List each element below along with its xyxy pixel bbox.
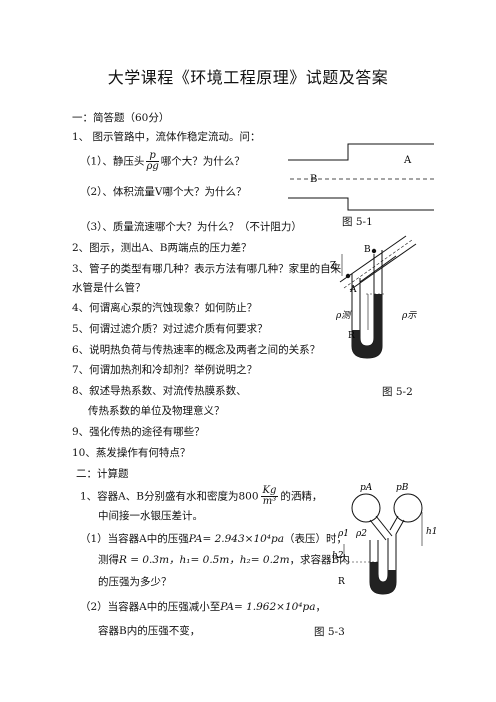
section-heading-short-answer: 一：简答题（60分） <box>72 112 170 124</box>
fraction-numerator: p <box>146 151 159 162</box>
pressure-value-1: PA= 2.943×10⁴pa <box>188 533 284 545</box>
calc-1-2-line1: （2）当容器A中的压强减小至PA= 1.962×10⁴pa， <box>80 600 326 614</box>
fraction-denominator: ρg <box>146 161 159 172</box>
question-3-line1: 3、管子的类型有哪几种？表示方法有哪几种？家里的自来 <box>72 263 342 275</box>
calc-1-suffix: 的洒精， <box>280 490 323 503</box>
fig3-label-r: R <box>338 577 345 587</box>
pressure-value-2: PA= 1.962×10⁴pa <box>220 601 316 613</box>
calc-1-prefix: 1、容器A、B分别盛有水和密度为800 <box>80 490 259 503</box>
fig2-label-r: R <box>348 331 355 341</box>
point-b-marker <box>371 248 377 254</box>
calc-1-1-line1: （1）当容器A中的压强PA= 2.943×10⁴pa（表压）时， <box>80 532 347 546</box>
fig2-label-rho-measured: ρ测 <box>335 310 352 321</box>
figure-5-2-caption: 图 5-2 <box>382 386 413 398</box>
calc-1-1-suffix: （表压）时， <box>284 533 347 545</box>
question-7: 7、何谓加热剂和冷却剂？举例说明之？ <box>72 364 258 376</box>
section-heading-calculation: 二：计算题 <box>76 468 129 480</box>
question-3-line2: 水管是什么管？ <box>72 282 146 294</box>
question-10: 10、蒸发操作有何特点？ <box>72 447 191 459</box>
point-a-marker <box>345 273 351 279</box>
calc-1-1-line3: 的压强为多少？ <box>98 576 172 588</box>
figure-5-1-caption: 图 5-1 <box>342 216 373 228</box>
figure-5-3-caption: 图 5-3 <box>314 626 345 638</box>
fig2-label-z: Z <box>330 261 336 271</box>
fig2-label-rho-indicator: ρ示 <box>401 311 417 321</box>
fig3-label-h1: h1 <box>426 527 438 537</box>
fig2-label-a: A <box>349 285 357 295</box>
unit-denominator: m³ <box>262 496 277 507</box>
calc-1-1-line2: 测得R = 0.3m，h₁= 0.5m，h₂= 0.2m，求容器B内 <box>98 553 350 567</box>
fig3-label-pa: pA <box>360 483 373 493</box>
inclined-pipe <box>339 235 417 291</box>
fig1-label-b: B <box>310 174 317 185</box>
question-1: 1、 图示管路中，流体作稳定流动。问： <box>72 131 261 143</box>
question-1-1-suffix: 哪个大？为什么？ <box>160 155 245 168</box>
fig3-label-pb: pB <box>396 483 409 493</box>
fig2-label-b: B <box>364 245 371 255</box>
question-1-3: （3）、质量流速哪个大？为什么？（不计阻力） <box>80 221 302 233</box>
question-4: 4、何谓离心泵的汽蚀现象？如何防止？ <box>72 302 258 314</box>
calc-1-2-suffix: ， <box>315 601 327 613</box>
figure-5-2: B Z A ρ测 ρ示 R <box>330 235 417 359</box>
fig3-label-h2: h2 <box>332 551 344 561</box>
mercury-column <box>352 294 382 358</box>
question-1-1-prefix: （1）、静压头 <box>80 155 145 168</box>
calc-1-1-prefix: （1）当容器A中的压强 <box>80 533 189 545</box>
figure-5-3: pA pB ρ1 ρ2 h1 h2 R <box>332 483 438 595</box>
question-2: 2、图示，测出A、B两端点的压力差？ <box>72 242 252 254</box>
container-b <box>393 493 423 523</box>
calc-1-1b-suffix: ，求容器B内 <box>289 554 350 566</box>
calc-1-line2: 中间接一水银压差计。 <box>98 510 203 522</box>
fig3-label-rho1: ρ1 <box>337 529 349 539</box>
inclined-pipe-axis <box>343 239 413 289</box>
calc-1-2-line2: 容器B内的压强不变， <box>98 625 201 637</box>
calc-1-2-prefix: （2）当容器A中的压强减小至 <box>80 601 221 613</box>
question-5: 5、何谓过滤介质？对过滤介质有何要求？ <box>72 323 268 335</box>
fig3-label-rho2: ρ2 <box>355 529 367 539</box>
question-8-line2: 传热系数的单位及物理意义？ <box>88 405 225 417</box>
calc-1-1b-prefix: 测得 <box>98 554 119 566</box>
question-1-2: （2）、体积流量V哪个大？为什么？ <box>80 186 247 198</box>
question-8-line1: 8、叙述导热系数、对流传热膜系数、 <box>72 385 247 397</box>
mercury-u-tube <box>370 562 396 594</box>
page-title: 大学课程《环境工程原理》试题及答案 <box>107 68 389 87</box>
pipe-walls <box>288 143 434 211</box>
figure-5-1: A B <box>288 143 434 211</box>
fig1-label-a: A <box>403 155 412 166</box>
container-a <box>351 493 381 523</box>
measurement-values: R = 0.3m，h₁= 0.5m，h₂= 0.2m <box>119 554 290 566</box>
unit-numerator: Kg <box>260 485 279 497</box>
question-6: 6、说明热负荷与传热速率的概念及两者之间的关系？ <box>72 344 321 356</box>
question-9: 9、强化传热的途径有哪些？ <box>72 426 205 438</box>
